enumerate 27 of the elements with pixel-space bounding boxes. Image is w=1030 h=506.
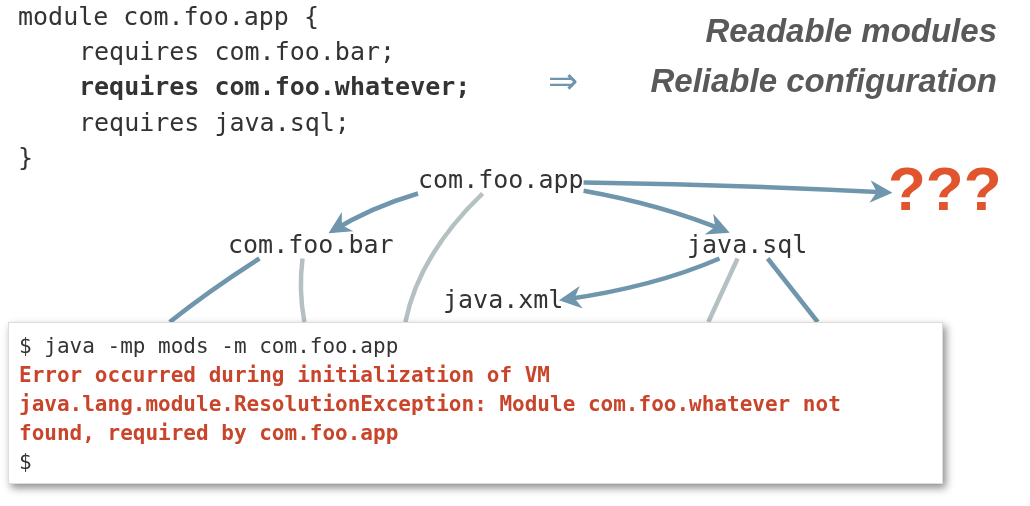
heading-text: Readable modules	[705, 12, 997, 50]
code-line: requires java.sql;	[79, 108, 350, 137]
connector-line	[706, 257, 740, 323]
arrow	[583, 188, 730, 235]
module-name: java.sql	[687, 231, 808, 259]
terminal-panel	[8, 322, 943, 484]
code-line: module com.foo.app {	[18, 2, 320, 31]
connector-line	[765, 257, 820, 324]
code-line: requires com.foo.bar;	[79, 37, 396, 66]
arrow	[558, 256, 721, 309]
heading-text: Reliable configuration	[650, 62, 997, 100]
question-marks: ???	[888, 155, 1002, 224]
code-line: }	[18, 143, 34, 172]
implies-arrow: ⇒	[548, 60, 579, 101]
connector-line	[168, 256, 261, 324]
arrow	[583, 180, 893, 203]
connector-line	[298, 258, 307, 323]
arrow	[328, 191, 419, 234]
module-name: com.foo.bar	[228, 231, 394, 259]
error-message: Error occurred during initialization of VM	[19, 362, 551, 389]
command-line: $	[19, 449, 33, 476]
error-message: java.lang.module.ResolutionException: Module com.foo.whatever not found, required by com.foo.app	[19, 391, 842, 447]
command-line: $ java -mp mods -m com.foo.app	[19, 333, 400, 360]
code-line: requires com.foo.whatever;	[79, 72, 471, 101]
connector-line	[403, 191, 485, 323]
module-name: java.xml	[443, 286, 564, 314]
module-name: com.foo.app	[418, 166, 584, 194]
